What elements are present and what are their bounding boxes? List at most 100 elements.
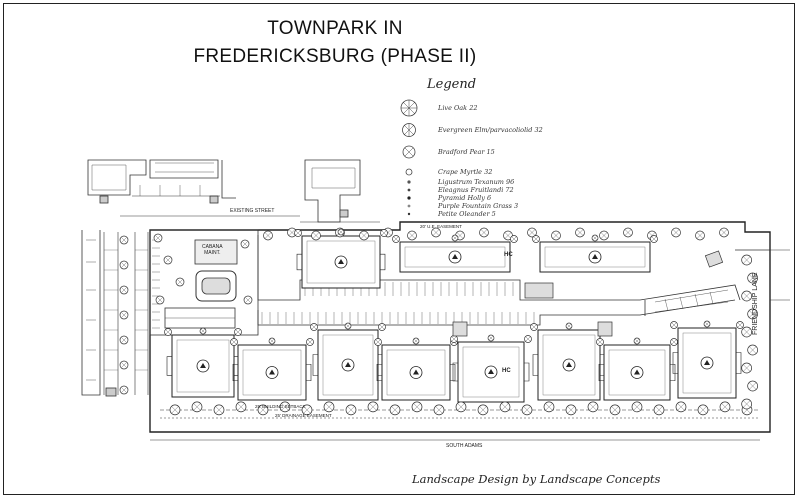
tree-symbol bbox=[741, 290, 753, 302]
tree-symbol bbox=[671, 227, 681, 238]
tree-symbol bbox=[747, 344, 759, 356]
tree-symbol bbox=[499, 401, 511, 413]
legend-item-fountain-grass: Purple Fountain Grass 3 bbox=[438, 202, 519, 210]
tree-symbol bbox=[119, 385, 129, 395]
tree-symbol bbox=[503, 230, 513, 241]
label-existing-street: EXISTING STREET bbox=[230, 208, 275, 214]
tree-symbol bbox=[230, 338, 238, 346]
tree-symbol bbox=[337, 228, 345, 236]
tree-symbol bbox=[163, 255, 173, 265]
tree-symbol bbox=[521, 404, 533, 416]
tree-symbol bbox=[407, 230, 417, 241]
tree-symbol bbox=[268, 337, 276, 345]
tree-symbol bbox=[653, 404, 665, 416]
tree-symbol bbox=[367, 401, 379, 413]
building-1 bbox=[296, 235, 386, 289]
tree-symbol bbox=[565, 322, 573, 330]
tree-symbol bbox=[155, 295, 165, 305]
label-south-adams: SOUTH ADAMS bbox=[446, 443, 483, 449]
tree-symbol bbox=[119, 285, 129, 295]
tree-symbol bbox=[747, 272, 759, 284]
tree-symbol bbox=[279, 401, 291, 413]
tree-symbol bbox=[311, 230, 321, 241]
building-2 bbox=[399, 241, 511, 273]
tree-symbol bbox=[530, 323, 538, 331]
tree-symbol bbox=[119, 235, 129, 245]
label-cabana: CABANA MAINT. bbox=[202, 244, 223, 256]
existing-street-line bbox=[120, 215, 380, 223]
tree-symbol bbox=[543, 401, 555, 413]
tree-symbol bbox=[527, 227, 537, 238]
apartment-buildings bbox=[166, 235, 742, 403]
tree-symbol bbox=[623, 227, 633, 238]
tree-symbol bbox=[199, 327, 207, 335]
tree-symbol bbox=[697, 404, 709, 416]
tree-symbol bbox=[234, 328, 242, 336]
legend-item-ligustrum: Ligustrum Texanum 96 bbox=[438, 178, 515, 186]
tree-symbol bbox=[747, 308, 759, 320]
label-friendship-lane: FRIENDSHIP LANE bbox=[752, 272, 759, 336]
tree-symbol bbox=[431, 227, 441, 238]
tree-symbol bbox=[741, 326, 753, 338]
tree-symbol bbox=[378, 323, 386, 331]
building-10 bbox=[598, 344, 676, 401]
tree-symbol bbox=[736, 321, 744, 329]
tree-symbol bbox=[695, 230, 705, 241]
tree-symbol bbox=[191, 401, 203, 413]
tree-symbol bbox=[433, 404, 445, 416]
tree-symbol bbox=[306, 338, 314, 346]
existing-buildings-top bbox=[87, 159, 236, 204]
tree-symbol bbox=[551, 230, 561, 241]
tree-symbol bbox=[741, 398, 753, 410]
building-7 bbox=[376, 344, 456, 401]
legend-item-oleander: Petite Oleander 5 bbox=[438, 210, 496, 218]
tree-symbol bbox=[719, 227, 729, 238]
tree-symbol bbox=[213, 404, 225, 416]
tree-symbol bbox=[257, 404, 269, 416]
tree-symbol bbox=[294, 229, 302, 237]
building-4 bbox=[166, 334, 240, 398]
tree-symbol bbox=[175, 277, 185, 287]
tree-symbol bbox=[609, 404, 621, 416]
label-drainage-easement: 25' DRAINAGE EASEMENT bbox=[275, 413, 332, 418]
legend-title: Legend bbox=[427, 77, 477, 92]
tree-symbol bbox=[741, 254, 753, 266]
label-hc-2: HC bbox=[502, 368, 511, 374]
tree-symbol bbox=[374, 338, 382, 346]
tree-symbol bbox=[670, 321, 678, 329]
tree-symbol bbox=[243, 295, 253, 305]
tree-symbol bbox=[455, 401, 467, 413]
legend-item-live-oak: Live Oak 22 bbox=[438, 104, 478, 112]
label-building-setback: 25' BUILDING SETBACK bbox=[255, 404, 306, 409]
existing-buildings-left bbox=[81, 230, 149, 397]
building-9 bbox=[532, 329, 606, 401]
site-boundary bbox=[149, 221, 771, 433]
legend-item-pyramid-holly: Pyramid Holly 6 bbox=[438, 194, 492, 202]
tree-symbol bbox=[596, 338, 604, 346]
tree-symbol bbox=[310, 323, 318, 331]
building-11 bbox=[672, 327, 742, 399]
tree-symbol bbox=[263, 230, 273, 241]
tree-symbol bbox=[719, 401, 731, 413]
tree-plantings bbox=[119, 227, 759, 416]
tree-symbol bbox=[524, 335, 532, 343]
tree-symbol bbox=[119, 310, 129, 320]
tree-symbol bbox=[359, 230, 369, 241]
plan-title-line1: TOWNPARK IN bbox=[267, 18, 403, 39]
tree-symbol bbox=[532, 235, 540, 243]
tree-symbol bbox=[323, 401, 335, 413]
tree-symbol bbox=[344, 322, 352, 330]
tree-symbol bbox=[575, 227, 585, 238]
legend-item-bradford-pear: Bradford Pear 15 bbox=[438, 148, 495, 156]
plan-title-line2: FREDERICKSBURG (PHASE II) bbox=[193, 46, 477, 67]
label-hc-1: HC bbox=[504, 252, 513, 258]
building-3 bbox=[539, 241, 651, 273]
tree-symbol bbox=[487, 334, 495, 342]
tree-symbol bbox=[389, 404, 401, 416]
tree-symbol bbox=[631, 401, 643, 413]
tree-symbol bbox=[164, 328, 172, 336]
tree-symbol bbox=[675, 401, 687, 413]
tree-symbol bbox=[565, 404, 577, 416]
design-credit: Landscape Design by Landscape Concepts bbox=[412, 472, 661, 486]
